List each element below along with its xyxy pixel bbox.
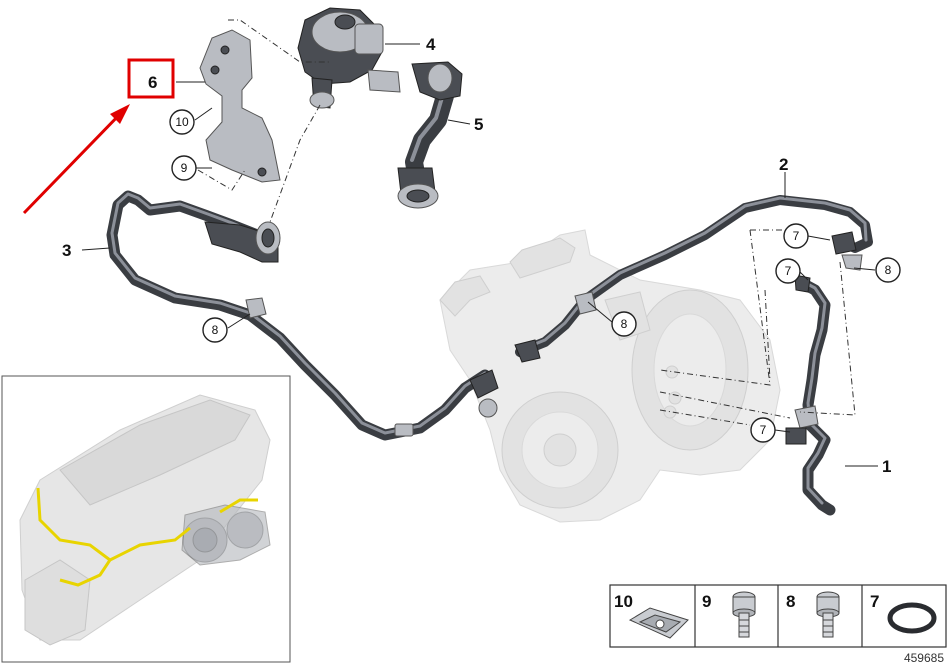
hose-3 (106, 190, 499, 441)
hose-1 (785, 274, 836, 516)
leader-lines (81, 43, 878, 467)
engine-inset (1, 375, 291, 663)
bolt-icon (816, 591, 840, 638)
callouts: 4 5 6 3 2 1 10 9 7 7 7 8 8 8 (62, 35, 901, 476)
legend-number-10: 10 (614, 592, 633, 611)
document-number: 459685 (904, 651, 944, 665)
hose-2 (514, 195, 873, 363)
callout-8-middle: 8 (621, 317, 628, 331)
legend-number-7: 7 (870, 592, 879, 611)
highlight-box (127, 58, 175, 99)
pump-4 (297, 7, 401, 109)
o-ring-icon (887, 602, 937, 634)
legend-number-9: 9 (702, 592, 711, 611)
callout-5: 5 (474, 115, 483, 134)
bracket-6 (199, 29, 281, 183)
clip-nut-icon (628, 607, 689, 639)
callout-8-left: 8 (212, 323, 219, 337)
callout-7-lower: 7 (760, 423, 767, 437)
callout-2: 2 (779, 155, 788, 174)
legend-number-8: 8 (786, 592, 795, 611)
callout-9: 9 (181, 161, 188, 175)
red-arrow-shaft (22, 110, 124, 215)
hose-5 (397, 61, 463, 209)
callout-4: 4 (426, 35, 436, 54)
turbocharger-ghost (439, 229, 781, 523)
callout-7-upper: 7 (793, 229, 800, 243)
callout-6: 6 (148, 73, 157, 92)
red-arrow-head-icon (110, 104, 130, 124)
callout-3: 3 (62, 241, 71, 260)
callout-10: 10 (175, 115, 189, 129)
bolt-icon (732, 591, 756, 638)
highlight-annotation (22, 58, 175, 215)
callout-7-middle: 7 (785, 264, 792, 278)
callout-8-right: 8 (885, 263, 892, 277)
callout-1: 1 (882, 457, 891, 476)
parts-legend: 10 9 8 7 (609, 584, 947, 665)
